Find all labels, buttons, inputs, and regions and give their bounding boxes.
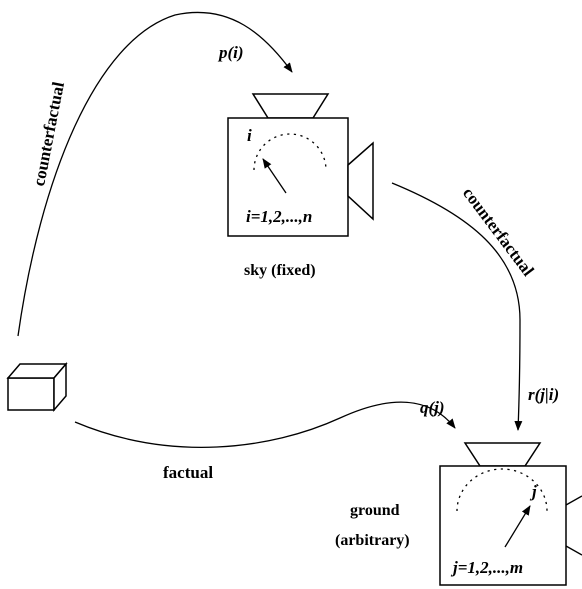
label-counterfactual-left: counterfactual <box>29 80 68 188</box>
label-counterfactual-right: counterfactual <box>459 184 538 280</box>
label-p-i: p(i) <box>217 43 244 62</box>
sky-dial-needle <box>262 158 287 194</box>
label-arbitrary: (arbitrary) <box>335 532 410 549</box>
label-ground-range: j=1,2,...,m <box>450 558 523 577</box>
label-q-j: q(j) <box>420 398 445 417</box>
counterfactual-arc-to-sky <box>17 11 293 337</box>
label-factual: factual <box>163 463 213 482</box>
factual-arc-to-ground <box>74 401 456 448</box>
ground-dial-scale <box>456 468 548 512</box>
sky-dial-scale <box>253 133 327 171</box>
ground-dial-needle <box>504 505 531 548</box>
label-ground: ground <box>350 502 400 519</box>
label-ground-dial-symbol: j <box>529 482 537 501</box>
ground-camera <box>439 442 582 586</box>
sky-camera <box>227 93 374 237</box>
cube-source <box>6 361 68 413</box>
label-sky-dial-symbol: i <box>247 126 252 145</box>
counterfactual-arc-to-ground <box>391 182 523 431</box>
label-sky-range: i=1,2,...,n <box>246 207 312 226</box>
label-r-j-given-i: r(j|i) <box>528 385 559 404</box>
label-sky-fixed: sky (fixed) <box>244 262 316 279</box>
